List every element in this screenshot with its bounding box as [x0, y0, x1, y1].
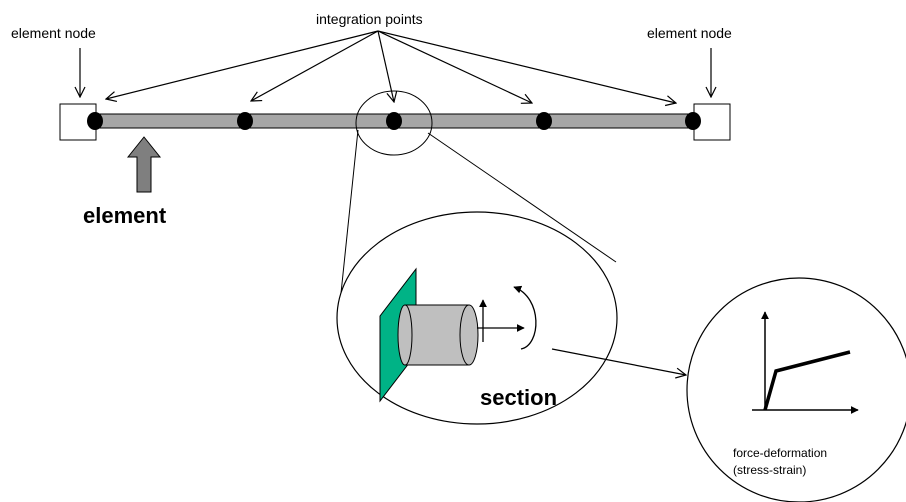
- force-deformation-label-line2: (stress-strain): [733, 463, 807, 477]
- integration-point-4-icon: [536, 112, 552, 130]
- section-to-material-arrow: [551, 348, 686, 375]
- integration-point-1-icon: [87, 112, 103, 130]
- force-deformation-circle: [686, 277, 906, 502]
- force-deformation-axes: [752, 311, 859, 414]
- force-deformation-curve: [763, 350, 851, 411]
- section-label: section: [480, 385, 558, 410]
- integration-point-2-icon: [237, 112, 253, 130]
- element-node-right-label: element node: [647, 25, 732, 41]
- zoom-circle: [355, 90, 433, 156]
- integration-point-pointers: [106, 30, 676, 103]
- section-ellipse: [336, 211, 618, 425]
- integration-point-3-icon: [386, 112, 402, 130]
- zoom-line-right: [427, 132, 617, 263]
- element-node-left-label: element node: [11, 25, 96, 41]
- section-cylinder: [397, 304, 479, 366]
- integration-point-5-icon: [685, 112, 701, 130]
- section-moment-arrow-icon: [513, 285, 537, 350]
- force-deformation-label-line1: force-deformation: [733, 446, 828, 460]
- element-label: element: [83, 203, 167, 228]
- section-force-arrows-icon: [477, 299, 525, 342]
- element-up-arrow-icon: [126, 136, 162, 193]
- integration-points-label: integration points: [316, 11, 423, 27]
